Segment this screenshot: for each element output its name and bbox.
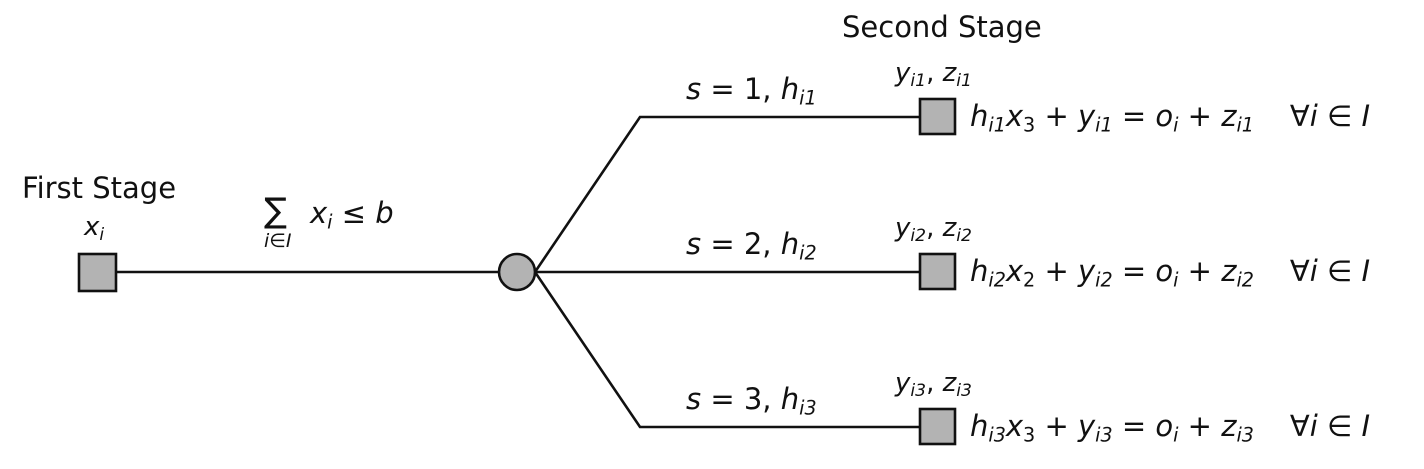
scenario-edge-1 bbox=[533, 115, 921, 273]
scenario-3-equation: hi3x3 + yi3 = oi + zi3∀i ∈ I bbox=[970, 409, 1371, 447]
second-stage-node-3 bbox=[918, 407, 957, 446]
summation-symbol: ∑ bbox=[264, 191, 287, 231]
second-stage-heading: Second Stage bbox=[842, 10, 1042, 44]
first-stage-heading: First Stage bbox=[22, 171, 177, 205]
scenario-edge-3 bbox=[533, 271, 921, 429]
scenario-3-label: s = 3, hi3 bbox=[686, 382, 817, 420]
summation-index: i∈I bbox=[264, 230, 292, 252]
scenario-2-variables: yi2, zi2 bbox=[895, 213, 972, 246]
second-stage-node-1 bbox=[918, 97, 957, 136]
scenario-1-variables: yi1, zi1 bbox=[895, 58, 972, 91]
second-stage-node-2 bbox=[918, 252, 957, 291]
scenario-2-label: s = 2, hi2 bbox=[686, 227, 817, 265]
chance-node bbox=[497, 252, 537, 292]
scenario-3-variables: yi3, zi3 bbox=[895, 368, 972, 401]
scenario-1-equation: hi1x3 + yi1 = oi + zi1∀i ∈ I bbox=[970, 99, 1371, 137]
scenario-2-equation: hi2x2 + yi2 = oi + zi2∀i ∈ I bbox=[970, 254, 1371, 292]
first-stage-node bbox=[77, 252, 118, 293]
summation-body: xi ≤ b bbox=[310, 196, 394, 234]
scenario-1-label: s = 1, hi1 bbox=[686, 72, 817, 110]
budget-constraint: ∑ i∈I xi ≤ b bbox=[264, 194, 424, 258]
first-stage-variable: xi bbox=[84, 212, 105, 245]
